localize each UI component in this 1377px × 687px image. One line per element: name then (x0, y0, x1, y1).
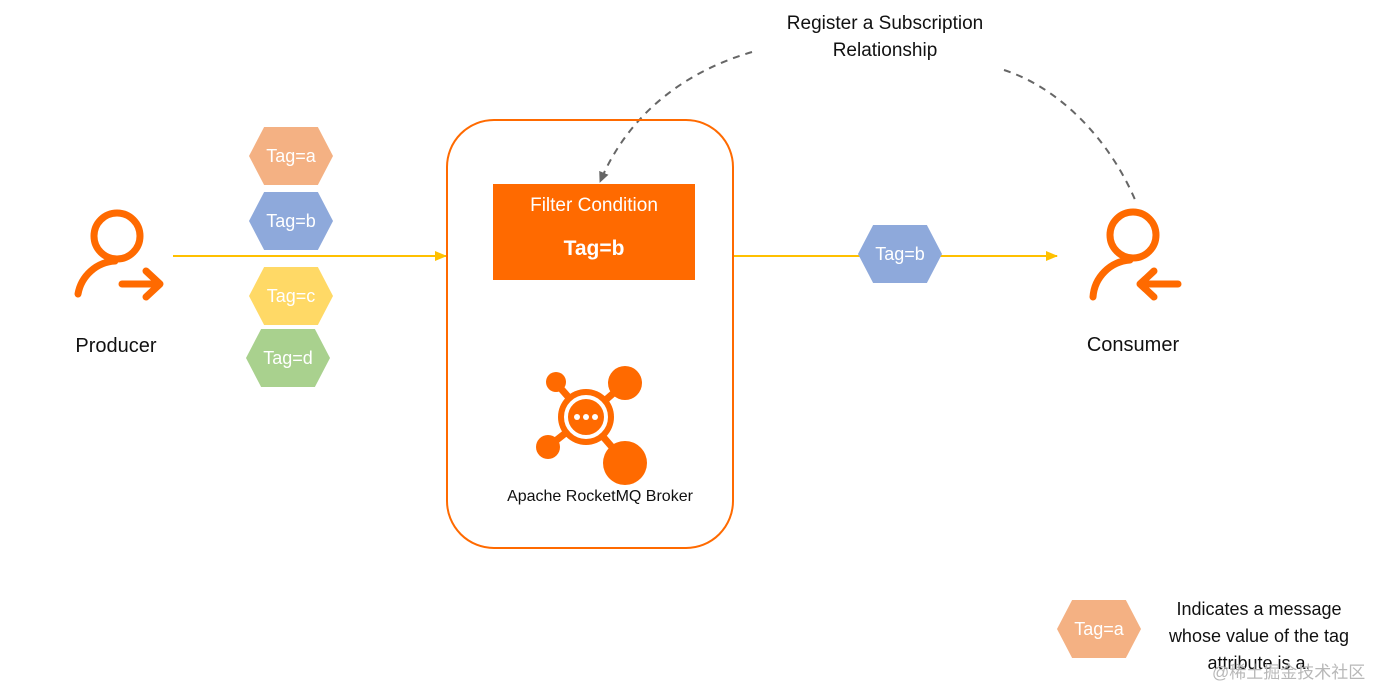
broker-label: Apache RocketMQ Broker (507, 488, 693, 505)
legend-tag-a: Tag=a (1057, 600, 1141, 658)
filter-condition-box: Filter Condition Tag=b (493, 184, 695, 280)
rocketmq-logo-icon (536, 366, 647, 485)
producer-person-icon (74, 209, 164, 301)
watermark: @稀土掘金技术社区 (1212, 663, 1366, 682)
incoming-tag-b: Tag=b (249, 192, 333, 250)
incoming-tag-d: Tag=d (246, 329, 330, 387)
consumer-label: Consumer (1086, 334, 1180, 356)
broker-container (446, 119, 734, 549)
subscription-path-right (1003, 69, 1137, 203)
consumer-person-icon (1089, 208, 1182, 301)
filter-condition-tag: Tag=b (563, 237, 625, 260)
delivered-tag-b: Tag=b (858, 225, 942, 283)
incoming-tag-c: Tag=c (249, 267, 333, 325)
filter-condition-title: Filter Condition (530, 195, 658, 216)
incoming-tag-a: Tag=a (249, 127, 333, 185)
legend-description: Indicates a message whose value of the t… (1168, 599, 1350, 673)
producer-label: Producer (75, 335, 157, 357)
register-subscription-label: Register a Subscription Relationship (786, 13, 984, 61)
